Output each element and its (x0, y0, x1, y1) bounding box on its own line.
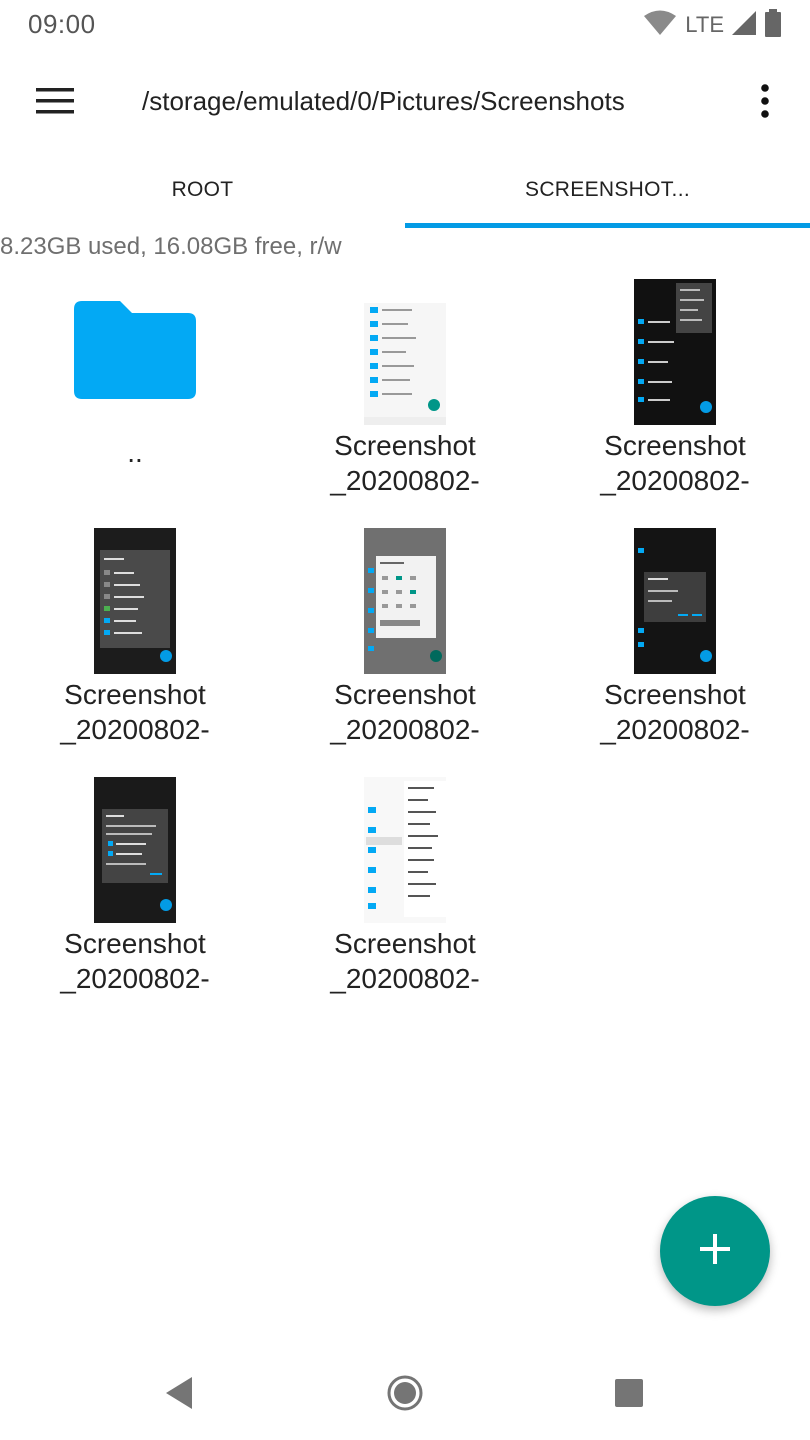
recents-button[interactable] (604, 1370, 654, 1420)
status-bar: 09:00 LTE (0, 0, 810, 50)
image-thumbnail (94, 528, 176, 674)
file-name: Screenshot_20200802- (330, 430, 480, 496)
file-name: .. (127, 437, 143, 468)
file-name: Screenshot_20200802- (330, 928, 480, 994)
more-vert-icon (760, 83, 770, 123)
back-button[interactable] (154, 1370, 204, 1420)
folder-icon (74, 300, 196, 404)
grid-item-file[interactable]: Screenshot_20200802- (270, 768, 540, 1016)
image-thumbnail (634, 528, 716, 674)
tab-screenshots[interactable]: SCREENSHOT... (405, 152, 810, 228)
grid-item-file[interactable]: Screenshot_20200802- (0, 768, 270, 1016)
recents-icon (614, 1378, 644, 1413)
storage-info: 8.23GB used, 16.08GB free, r/w (0, 233, 342, 260)
toolbar: /storage/emulated/0/Pictures/Screenshots (0, 60, 810, 148)
grid-item-parent-folder[interactable]: .. (0, 270, 270, 518)
add-icon (700, 1233, 730, 1269)
file-name: Screenshot_20200802- (330, 679, 480, 745)
grid-item-file[interactable]: Screenshot_20200802- (270, 519, 540, 767)
back-icon (164, 1376, 194, 1415)
path-tabs: ROOT SCREENSHOT... (0, 152, 810, 228)
home-button[interactable] (380, 1370, 430, 1420)
image-thumbnail (364, 528, 446, 674)
menu-button[interactable] (25, 78, 85, 128)
image-thumbnail (634, 279, 716, 425)
file-name: Screenshot_20200802- (60, 679, 210, 745)
file-name: Screenshot_20200802- (600, 679, 750, 745)
wifi-icon (643, 10, 677, 41)
grid-item-file[interactable]: Screenshot_20200802- (540, 270, 810, 518)
image-thumbnail (364, 279, 446, 425)
home-icon (387, 1375, 423, 1416)
grid-item-file[interactable]: Screenshot_20200802- (270, 270, 540, 518)
battery-icon (764, 8, 782, 42)
tab-root[interactable]: ROOT (171, 178, 234, 201)
status-icons: LTE (643, 8, 782, 42)
add-button[interactable] (660, 1196, 770, 1306)
network-type: LTE (685, 12, 724, 37)
grid-item-file[interactable]: Screenshot_20200802- (540, 519, 810, 767)
navigation-bar (0, 1350, 810, 1440)
image-thumbnail (94, 777, 176, 923)
overflow-menu-button[interactable] (740, 78, 790, 128)
current-path: /storage/emulated/0/Pictures/Screenshots (142, 86, 625, 116)
image-thumbnail (364, 777, 446, 923)
signal-icon (732, 10, 756, 40)
status-time: 09:00 (28, 9, 96, 39)
file-name: Screenshot_20200802- (60, 928, 210, 994)
file-name: Screenshot_20200802- (600, 430, 750, 496)
grid-item-file[interactable]: Screenshot_20200802- (0, 519, 270, 767)
hamburger-menu-icon (36, 87, 74, 120)
